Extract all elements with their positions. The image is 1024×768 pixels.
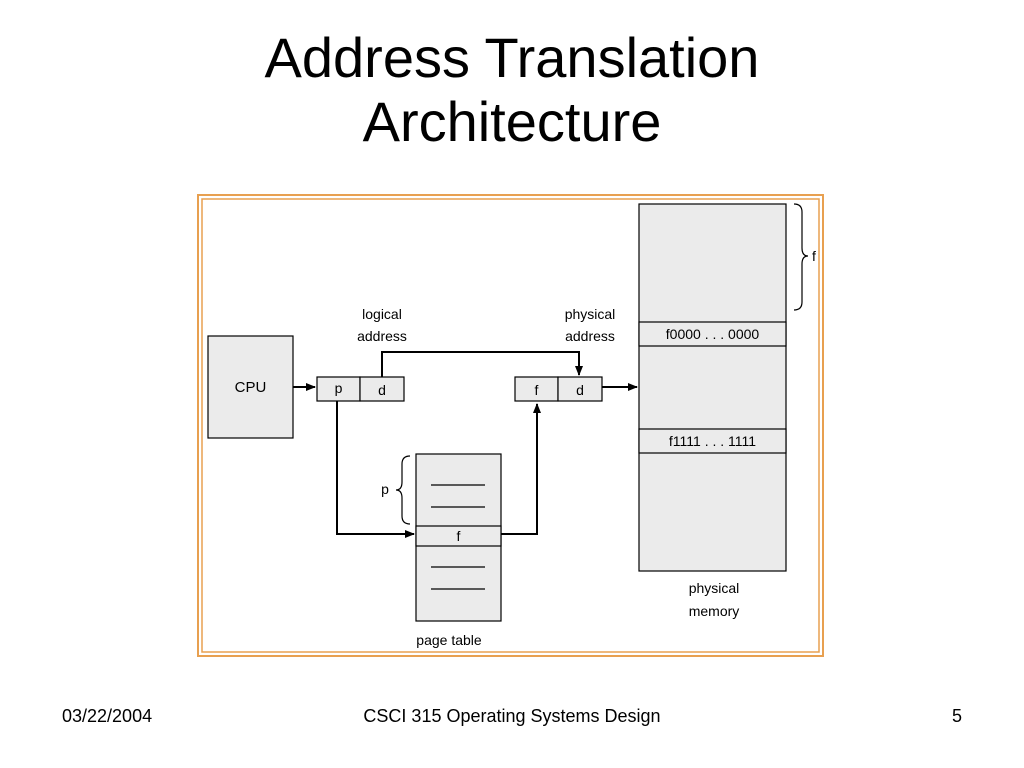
page-table-brace-label: p	[381, 481, 389, 497]
memory-frame-end-label: f1111 . . . 1111	[669, 433, 756, 449]
logical-address-label-2: address	[357, 328, 407, 344]
logical-p-label: p	[335, 380, 343, 396]
physical-d-label: d	[576, 382, 584, 398]
memory-brace	[793, 203, 809, 311]
physical-memory-label-2: memory	[689, 603, 740, 619]
physical-address-f-field	[514, 376, 559, 402]
memory-frame-start-row	[638, 321, 787, 347]
memory-frame-start-label: f0000 . . . 0000	[666, 326, 760, 342]
physical-address-label-1: physical	[565, 306, 616, 322]
page-table-entry-label: f	[457, 528, 461, 544]
footer-page-number: 5	[951, 706, 962, 726]
figure-frame-inner	[201, 198, 820, 653]
cpu-box	[207, 335, 294, 439]
frame-number-arrow	[501, 403, 541, 535]
logical-address-d-field	[359, 376, 405, 402]
footer-date: 03/22/2004	[62, 706, 153, 726]
slide-title: Address Translation Architecture	[0, 26, 1024, 154]
physical-f-label: f	[535, 382, 539, 398]
physical-memory-box	[638, 203, 787, 572]
slide-title-line-2: Architecture	[362, 90, 662, 153]
page-table-label: page table	[416, 632, 482, 648]
page-number-to-table-arrow	[336, 401, 415, 538]
physical-memory-label-1: physical	[689, 580, 740, 596]
memory-brace-label: f	[812, 248, 816, 264]
logical-address-p-field	[316, 376, 361, 402]
logical-d-label: d	[378, 382, 386, 398]
physical-address-label-2: address	[565, 328, 615, 344]
page-table-brace	[395, 455, 411, 525]
footer-course-title: CSCI 315 Operating Systems Design	[363, 706, 661, 726]
offset-copy-arrow	[381, 351, 583, 377]
slide-title-line-1: Address Translation	[264, 26, 760, 89]
physical-address-d-field	[557, 376, 603, 402]
logical-address-label-1: logical	[362, 306, 402, 322]
cpu-label: CPU	[235, 379, 267, 396]
memory-frame-end-row	[638, 428, 787, 454]
page-table-entry-row	[415, 525, 502, 547]
